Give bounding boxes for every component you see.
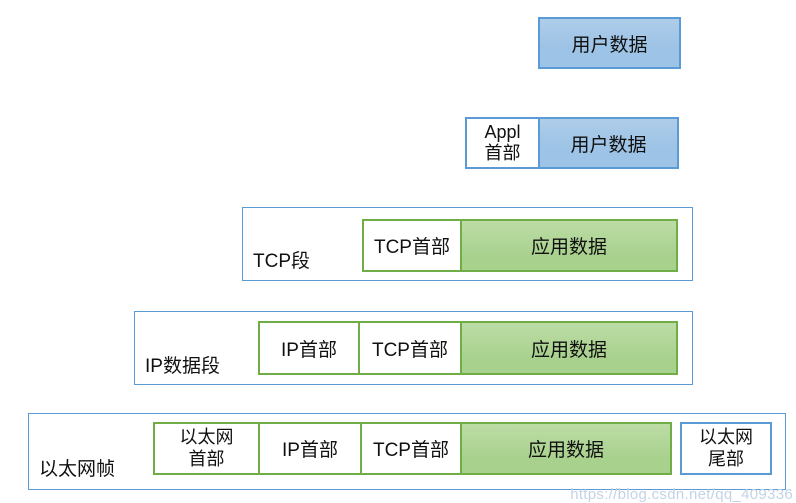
row-ip-datagram: IP首部 TCP首部 应用数据 (258, 321, 678, 375)
tcp-segment-caption: TCP段 (253, 251, 311, 272)
ethernet-trailer-line1: 以太网 (699, 427, 753, 448)
user-data-box: 用户数据 (538, 17, 681, 69)
ethernet-trailer-line2: 尾部 (708, 448, 744, 469)
tcp-header-box: TCP首部 (358, 321, 462, 375)
tcp-header-box: TCP首部 (362, 219, 462, 272)
app-data-box: 应用数据 (460, 219, 678, 272)
row-user-data: 用户数据 (538, 17, 681, 69)
row-app-message: Appl 首部 用户数据 (465, 117, 679, 169)
ethernet-header-line2: 首部 (188, 448, 225, 469)
row-tcp-segment: TCP首部 应用数据 (362, 219, 678, 272)
appl-header-line2: 首部 (484, 143, 521, 163)
ip-header-box: IP首部 (258, 321, 360, 375)
row-ethernet-frame: 以太网 首部 IP首部 TCP首部 应用数据 (153, 422, 672, 475)
ethernet-header-box: 以太网 首部 (153, 422, 260, 475)
watermark-url: https://blog.csdn.net/qq_409336 (570, 486, 793, 503)
user-data-box: 用户数据 (538, 117, 679, 169)
appl-header-box: Appl 首部 (465, 117, 540, 169)
appl-header-line1: Appl (484, 121, 521, 142)
app-data-box: 应用数据 (460, 321, 678, 375)
ip-header-box: IP首部 (258, 422, 362, 475)
ethernet-trailer-strip: 以太网 尾部 (680, 422, 772, 475)
ethernet-header-line1: 以太网 (179, 427, 234, 448)
ethernet-trailer-box: 以太网 尾部 (680, 422, 772, 475)
tcp-header-box: TCP首部 (360, 422, 462, 475)
ip-datagram-caption: IP数据段 (145, 356, 220, 377)
app-data-box: 应用数据 (460, 422, 672, 475)
ethernet-frame-caption: 以太网帧 (39, 459, 116, 480)
